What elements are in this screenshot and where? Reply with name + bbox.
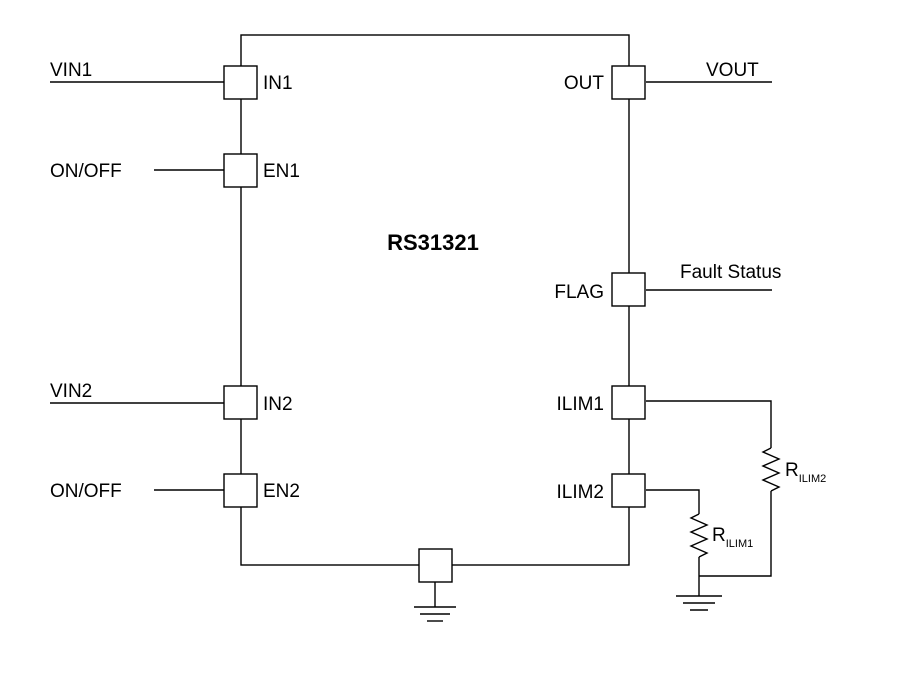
- pin-in2: [223, 385, 258, 420]
- rilim1-resistor: [689, 513, 709, 558]
- pin-label-in1: IN1: [263, 73, 293, 94]
- ground-icon: [414, 606, 456, 622]
- ground-icon: [676, 595, 722, 611]
- pin-label-ilim1: ILIM1: [556, 394, 604, 415]
- net-label-on-off-1: ON/OFF: [50, 161, 122, 182]
- ilim1-wire: [646, 400, 772, 448]
- pin-in1: [223, 65, 258, 100]
- net-label-on-off-2: ON/OFF: [50, 481, 122, 502]
- pin-ilim1: [611, 385, 646, 420]
- pin-label-flag: FLAG: [554, 282, 604, 303]
- rilim2-resistor: [761, 447, 781, 492]
- pin-label-out: OUT: [564, 73, 605, 94]
- pin-en2: [223, 473, 258, 508]
- pin-ilim2: [611, 473, 646, 508]
- pin-en1: [223, 153, 258, 188]
- resistor-label-rilim2: RILIM2: [785, 460, 826, 485]
- pin-label-ilim2: ILIM2: [556, 482, 604, 503]
- chip-name: RS31321: [387, 230, 479, 255]
- pin-out: [611, 65, 646, 100]
- net-label-vout: VOUT: [706, 60, 759, 81]
- resistor-label-rilim1: RILIM1: [712, 525, 753, 550]
- pin-label-in2: IN2: [263, 394, 293, 415]
- net-label-vin2: VIN2: [50, 381, 92, 402]
- pin-flag: [611, 272, 646, 307]
- pin-label-en2: EN2: [263, 481, 300, 502]
- net-label-fault-status: Fault Status: [680, 262, 781, 283]
- ilim2-wire: [646, 489, 700, 514]
- pin-gnd: [418, 548, 453, 583]
- net-label-vin1: VIN1: [50, 60, 92, 81]
- ilim1-return-wire: [699, 491, 772, 577]
- pin-label-en1: EN1: [263, 161, 300, 182]
